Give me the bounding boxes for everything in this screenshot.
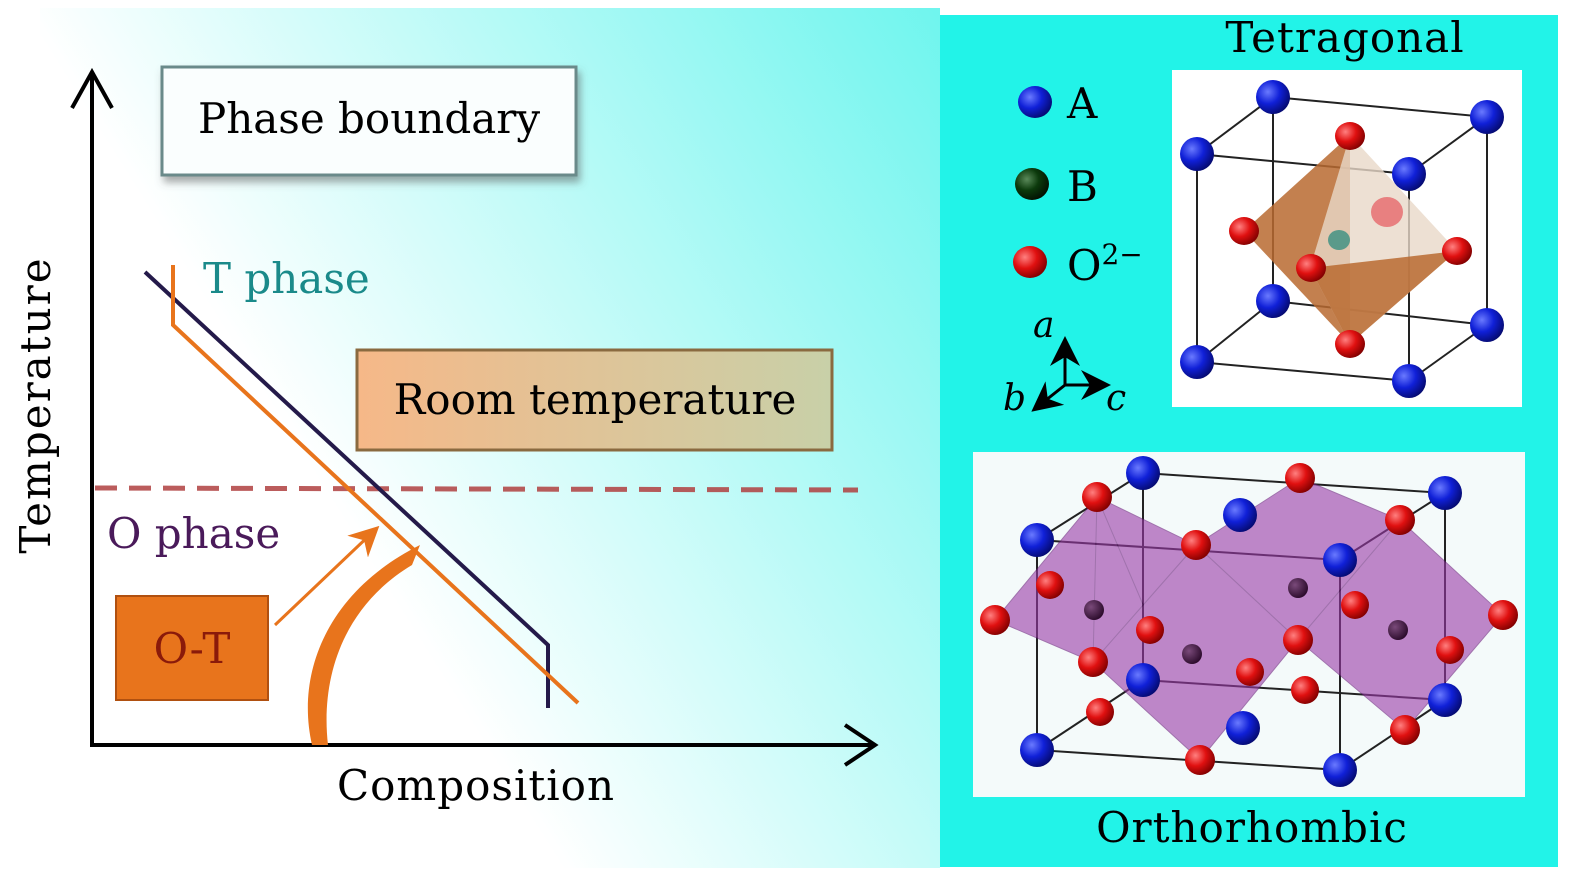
o-t-box: O-T xyxy=(115,595,269,701)
room-temperature-box: Room temperature xyxy=(355,348,834,452)
x-axis xyxy=(90,723,879,767)
x-axis-label: Composition xyxy=(337,761,615,810)
room-temperature-label: Room temperature xyxy=(394,375,797,424)
t-phase-label: T phase xyxy=(203,254,370,303)
crystal-axes: a b c xyxy=(1003,305,1126,419)
axis-b-label: b xyxy=(1003,378,1026,419)
curved-orange-arrow xyxy=(307,545,420,745)
navy-boundary-line xyxy=(143,270,550,708)
phase-boundary-box: Phase boundary xyxy=(160,65,578,177)
oxygen-atom xyxy=(1371,197,1403,227)
o-t-label: O-T xyxy=(154,624,231,673)
legend-item-a: A xyxy=(1018,79,1098,128)
orthorhombic-b-atoms xyxy=(1084,578,1408,664)
phase-boundary-label: Phase boundary xyxy=(198,94,540,143)
red-sphere-icon xyxy=(1013,246,1047,278)
axis-a-label: a xyxy=(1033,305,1054,346)
b-site-atom xyxy=(1328,230,1350,250)
o-phase-label: O phase xyxy=(107,509,280,558)
blue-sphere-icon xyxy=(1018,86,1052,118)
legend-item-b: B xyxy=(1015,162,1098,211)
a-site-atoms xyxy=(1180,80,1504,398)
y-axis xyxy=(70,67,114,745)
orthorhombic-structure xyxy=(973,452,1525,797)
o-t-arrow xyxy=(273,525,380,627)
orthorhombic-title: Orthorhombic xyxy=(1096,803,1408,852)
tetragonal-structure xyxy=(1172,70,1522,407)
dark-green-sphere-icon xyxy=(1015,168,1049,200)
oxygen-atoms xyxy=(1229,122,1472,358)
legend: A B O2− xyxy=(1013,79,1143,290)
orthorhombic-oxygen-atoms xyxy=(980,463,1518,775)
axis-c-label: c xyxy=(1106,378,1126,419)
legend-label-o: O2− xyxy=(1067,238,1143,290)
legend-item-o: O2− xyxy=(1013,238,1143,290)
y-axis-label: Temperature xyxy=(11,256,60,553)
orange-boundary-line xyxy=(171,265,580,705)
room-temperature-dashed-line xyxy=(94,485,859,493)
legend-label-b: B xyxy=(1067,162,1098,211)
legend-label-a: A xyxy=(1066,79,1098,128)
tetragonal-title: Tetragonal xyxy=(1225,13,1464,62)
orthorhombic-a-atoms xyxy=(1020,456,1462,787)
